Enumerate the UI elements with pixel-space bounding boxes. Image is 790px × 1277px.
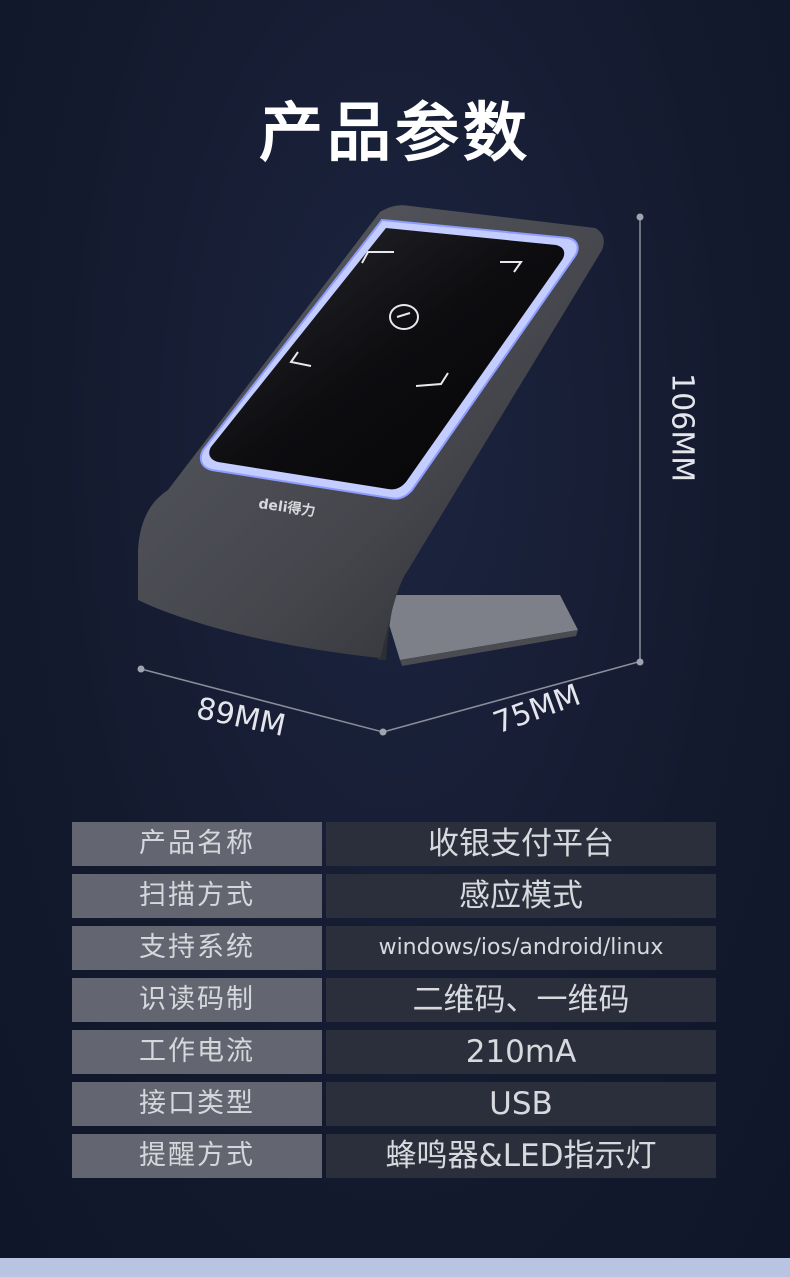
spec-label: 支持系统 <box>72 926 322 970</box>
spec-value: 收银支付平台 <box>326 822 716 866</box>
spec-label: 提醒方式 <box>72 1134 322 1178</box>
spec-value: windows/ios/android/linux <box>326 926 716 970</box>
spec-label: 扫描方式 <box>72 874 322 918</box>
spec-row: 产品名称 收银支付平台 <box>72 822 718 866</box>
bottom-strip <box>0 1258 790 1277</box>
spec-row: 识读码制 二维码、一维码 <box>72 978 718 1022</box>
spec-row: 提醒方式 蜂鸣器&LED指示灯 <box>72 1134 718 1178</box>
spec-row: 扫描方式 感应模式 <box>72 874 718 918</box>
spec-label: 产品名称 <box>72 822 322 866</box>
device-stand <box>138 205 604 666</box>
dimension-height-label: 106MM <box>664 372 700 483</box>
spec-value: 210mA <box>326 1030 716 1074</box>
spec-value: 蜂鸣器&LED指示灯 <box>326 1134 716 1178</box>
spec-label: 工作电流 <box>72 1030 322 1074</box>
spec-row: 工作电流 210mA <box>72 1030 718 1074</box>
spec-label: 接口类型 <box>72 1082 322 1126</box>
spec-row: 接口类型 USB <box>72 1082 718 1126</box>
spec-value: 二维码、一维码 <box>326 978 716 1022</box>
product-image: deli得力 <box>137 205 644 736</box>
spec-value: USB <box>326 1082 716 1126</box>
dimension-lines <box>137 213 644 736</box>
spec-label: 识读码制 <box>72 978 322 1022</box>
spec-value: 感应模式 <box>326 874 716 918</box>
spec-table: 产品名称 收银支付平台 扫描方式 感应模式 支持系统 windows/ios/a… <box>72 822 718 1186</box>
spec-row: 支持系统 windows/ios/android/linux <box>72 926 718 970</box>
scan-frame-icon <box>289 251 523 387</box>
page-title: 产品参数 <box>259 97 531 171</box>
